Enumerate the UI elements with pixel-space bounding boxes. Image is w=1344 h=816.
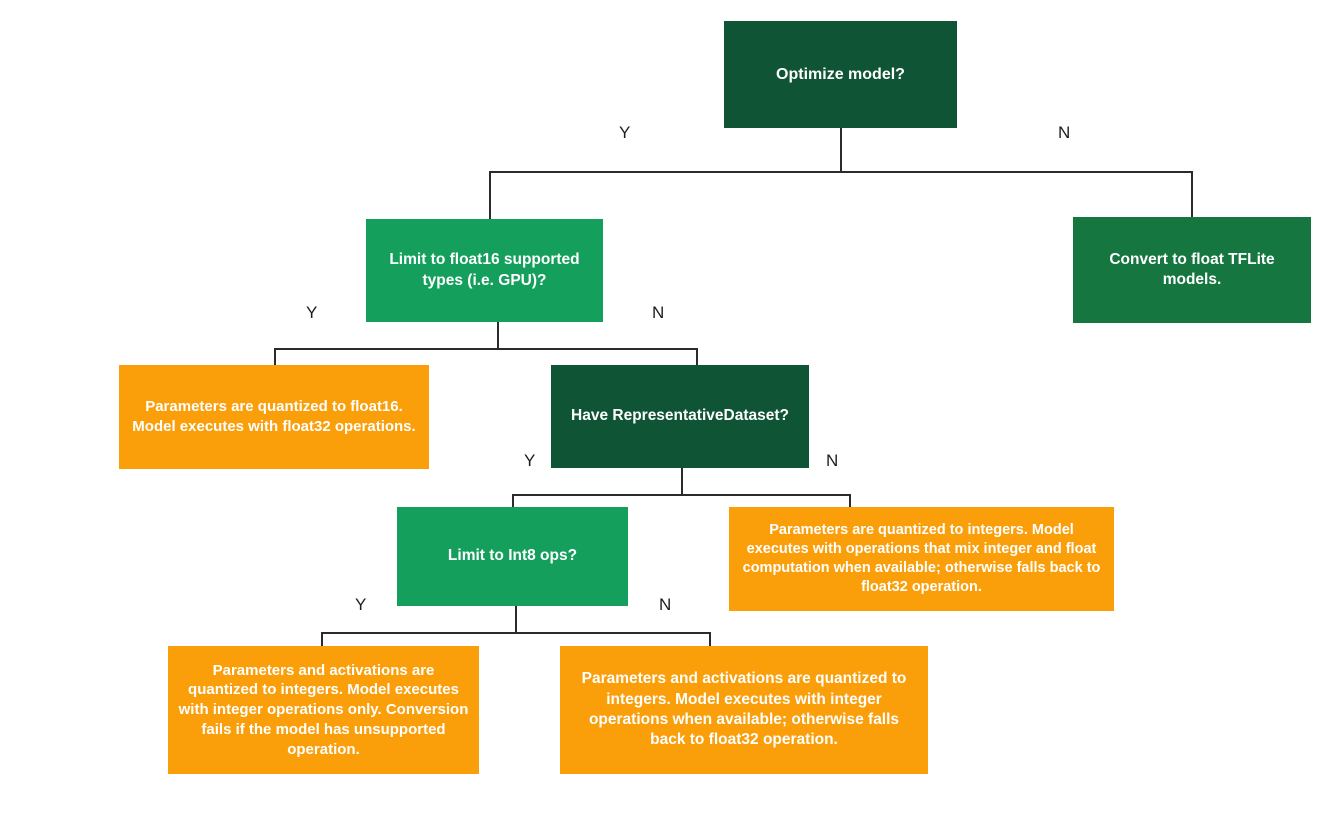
edge-float16-bus — [274, 348, 698, 350]
node-result-mixed-integer-float-label: Parameters are quantized to integers. Mo… — [742, 521, 1101, 596]
edge-int8-stem — [515, 606, 517, 633]
node-result-integer-only-label: Parameters and activations are quantized… — [178, 661, 469, 758]
edge-dataset-bus — [512, 494, 851, 496]
node-result-integer-only[interactable]: Parameters and activations are quantized… — [168, 646, 479, 774]
branch-label-float16-no: N — [652, 303, 665, 322]
node-result-integer-with-fallback-label: Parameters and activations are quantized… — [581, 670, 907, 749]
branch-label-optimize-no: N — [1058, 123, 1071, 142]
edge-int8-to-integer-only — [321, 632, 323, 647]
branch-label-dataset-no: N — [826, 451, 839, 470]
node-limit-int8-ops[interactable]: Limit to Int8 ops? — [397, 507, 628, 606]
node-result-mixed-integer-float[interactable]: Parameters are quantized to integers. Mo… — [729, 507, 1114, 611]
node-result-float16[interactable]: Parameters are quantized to float16. Mod… — [119, 365, 429, 469]
node-limit-int8-ops-label: Limit to Int8 ops? — [447, 547, 578, 565]
node-convert-float-tflite[interactable]: Convert to float TFLite models. — [1073, 217, 1311, 323]
node-optimize-model-label: Optimize model? — [776, 65, 905, 83]
node-have-representative-dataset-label: Have RepresentativeDataset? — [571, 407, 789, 425]
node-limit-float16[interactable]: Limit to float16 supported types (i.e. G… — [366, 219, 603, 322]
node-result-float16-label: Parameters are quantized to float16. Mod… — [132, 398, 416, 435]
edge-dataset-to-mixed — [849, 494, 851, 507]
edge-optimize-to-convert — [1191, 171, 1193, 217]
edge-optimize-stem — [840, 128, 842, 172]
branch-label-float16-yes: Y — [306, 303, 318, 322]
node-result-integer-with-fallback[interactable]: Parameters and activations are quantized… — [560, 646, 928, 774]
edge-dataset-stem — [681, 468, 683, 495]
branch-label-dataset-yes: Y — [524, 451, 536, 470]
edge-float16-stem — [497, 322, 499, 349]
edge-optimize-bus — [489, 171, 1192, 173]
node-have-representative-dataset[interactable]: Have RepresentativeDataset? — [551, 365, 809, 468]
node-limit-float16-label: Limit to float16 supported types (i.e. G… — [389, 251, 580, 289]
edge-dataset-to-int8 — [512, 494, 514, 507]
node-convert-float-tflite-label: Convert to float TFLite models. — [1109, 250, 1275, 288]
edge-int8-to-integer-fallback — [709, 632, 711, 647]
branch-label-int8-no: N — [659, 595, 672, 614]
edge-float16-to-result — [274, 348, 276, 365]
edge-float16-to-dataset — [696, 348, 698, 365]
branch-label-optimize-yes: Y — [619, 123, 631, 142]
node-optimize-model[interactable]: Optimize model? — [724, 21, 957, 128]
branch-label-int8-yes: Y — [355, 595, 367, 614]
edge-optimize-to-float16 — [489, 171, 491, 219]
edge-int8-bus — [321, 632, 711, 634]
